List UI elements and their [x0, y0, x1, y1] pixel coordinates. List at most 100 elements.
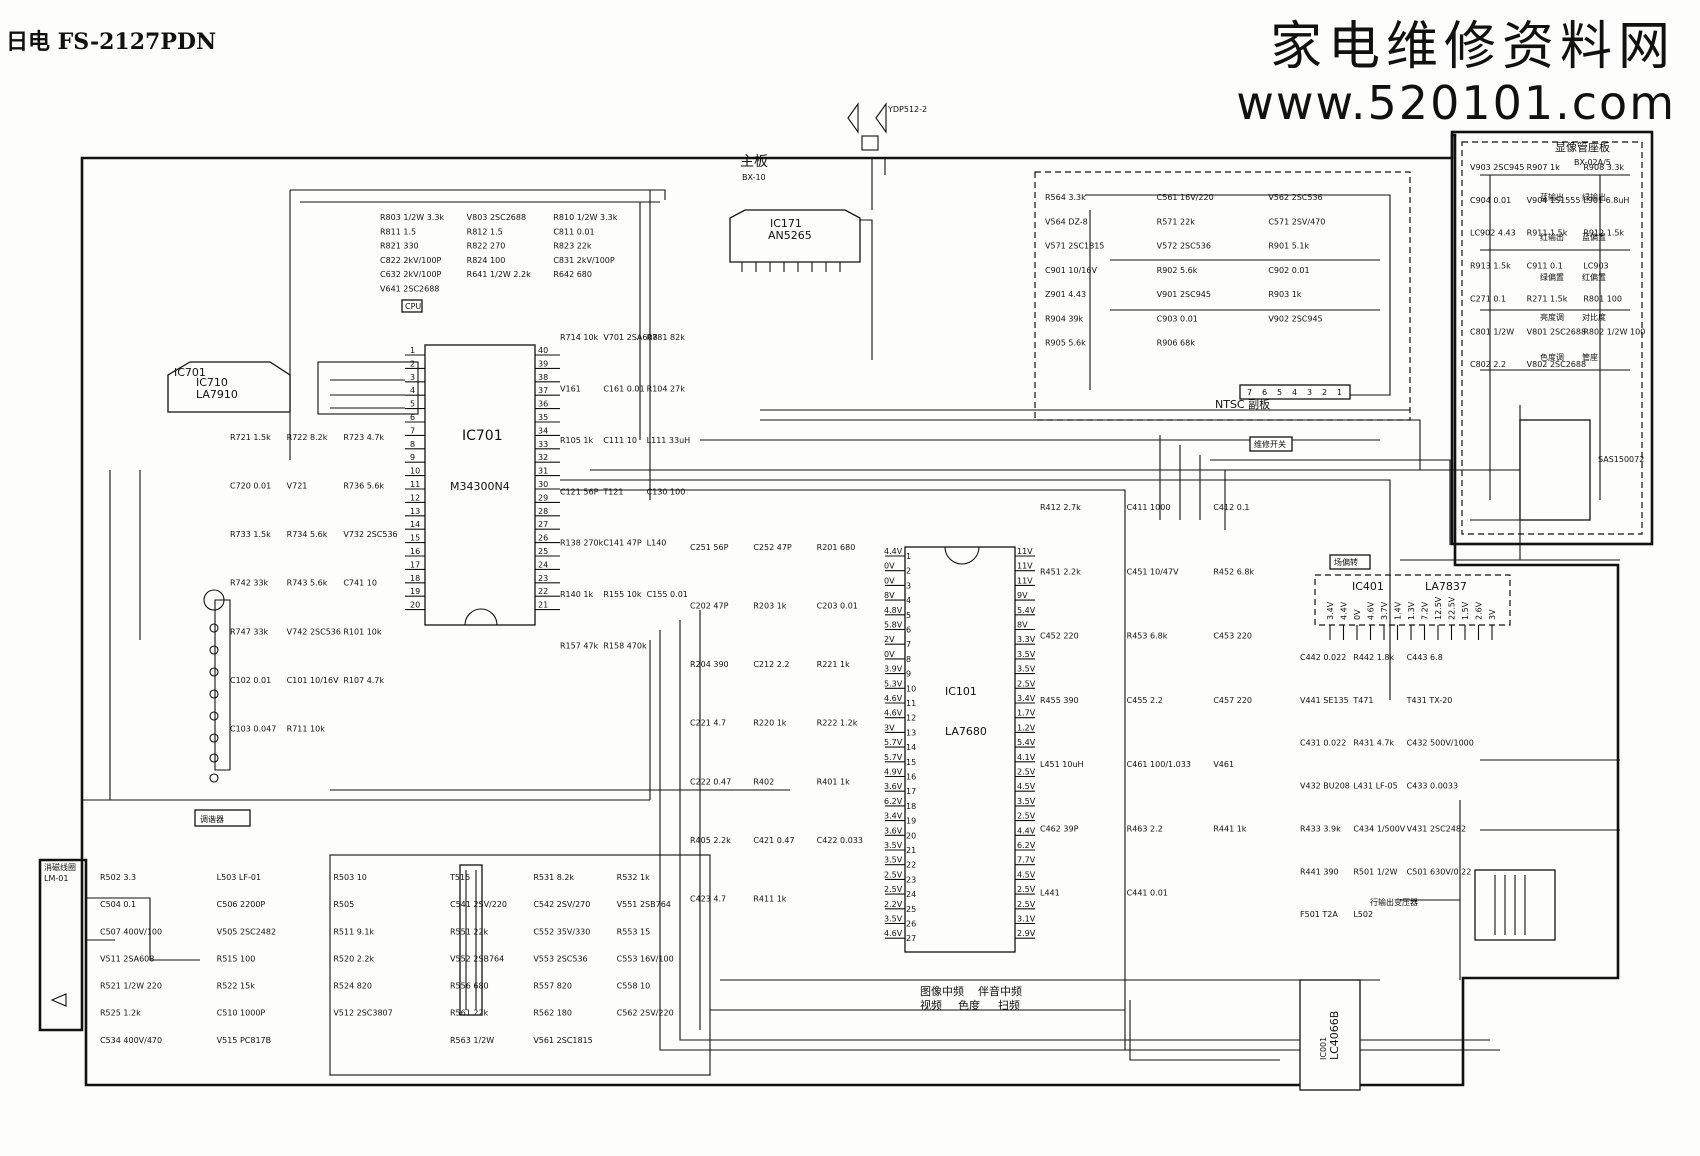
ic701-pin-number: 31 — [538, 467, 548, 476]
ic101-pin-voltage: 3.9V — [884, 665, 903, 674]
component-label: C433 0.0033 — [1407, 782, 1458, 791]
ic101-pin-voltage: 4.8V — [884, 606, 903, 615]
ic101-pin-voltage: 8V — [1017, 621, 1028, 630]
ic101-pin-voltage: 4.4V — [1017, 826, 1036, 835]
ic701-pin-number: 30 — [538, 480, 548, 489]
ic101-pin-voltage: 8V — [884, 591, 895, 600]
ic101-pin-number: 25 — [906, 905, 916, 914]
component-label: C453 220 — [1213, 632, 1252, 641]
component-label: R721 1.5k — [230, 433, 271, 442]
component-label: R747 33k — [230, 627, 269, 636]
component-label: R441 1k — [1213, 824, 1246, 833]
component-label: V801 2SC2688 — [1527, 327, 1586, 336]
ic101-pin-voltage: 2.2V — [884, 900, 903, 909]
ic101-pin-number: 19 — [906, 817, 916, 826]
component-label: Z901 4.43 — [1045, 290, 1086, 299]
component-label: R562 180 — [533, 1009, 572, 1018]
component-label: C461 100/1.033 — [1127, 760, 1191, 769]
component-label: R441 390 — [1300, 867, 1339, 876]
ic701-pin-number: 24 — [538, 560, 548, 569]
ntsc-connector-pin: 3 — [1307, 388, 1312, 397]
component-label: C507 400V/100 — [100, 927, 162, 936]
ic101-pin-voltage: 11V — [1017, 547, 1033, 556]
component-label: C161 0.01 — [603, 384, 644, 393]
ic701-pin-number: 16 — [410, 547, 420, 556]
component-label: V571 2SC1815 — [1045, 242, 1104, 251]
svg-text:IC701: IC701 — [174, 366, 206, 379]
ic701-pin-number: 23 — [538, 574, 548, 583]
ic701-pin-number: 21 — [538, 601, 548, 610]
component-label: R743 5.6k — [287, 579, 328, 588]
ic701-pin-number: 7 — [410, 426, 415, 435]
ic101-pin-number: 20 — [906, 831, 916, 840]
component-label: R781 82k — [647, 333, 686, 342]
component-label: R501 1/2W — [1353, 867, 1397, 876]
ic701-pin-number: 12 — [410, 493, 420, 502]
svg-text:LA7837: LA7837 — [1425, 580, 1467, 593]
component-label: R104 27k — [647, 384, 686, 393]
power-supply: 消磁线圈 LM-01 — [44, 854, 711, 1076]
component-label: C130 100 — [647, 487, 686, 496]
speaker: YDP512-2 — [847, 102, 927, 151]
ic101-pin-number: 8 — [906, 655, 911, 664]
component-label: C541 2SV/220 — [450, 900, 507, 909]
component-label: V161 — [560, 384, 581, 393]
component-label: R204 390 — [690, 660, 729, 669]
ic101-pin-voltage: 2.5V — [1017, 812, 1036, 821]
ic701-pin-number: 35 — [538, 413, 548, 422]
component-label: R571 22k — [1157, 217, 1196, 226]
ic701: IC701 M34300N4 1234567891011121314151617… — [405, 344, 560, 626]
component-label: C831 2kV/100P — [553, 256, 615, 265]
component-label: C103 0.047 — [230, 724, 276, 733]
component-label: R222 1.2k — [817, 719, 858, 728]
ic101-pin-voltage: 11V — [1017, 576, 1033, 585]
ic171: IC171 AN5265 — [729, 209, 861, 272]
component-label: R821 330 — [380, 242, 419, 251]
cpu-tag: CPU — [405, 302, 421, 311]
component-label: C442 0.022 — [1300, 653, 1346, 662]
component-label: V432 BU208 — [1300, 782, 1350, 791]
ic701-pin-number: 18 — [410, 574, 420, 583]
component-label: R525 1.2k — [100, 1009, 141, 1018]
component-label: R157 47k — [560, 642, 599, 651]
component-label: R531 8.2k — [533, 873, 574, 882]
component-label: R201 680 — [817, 543, 856, 552]
ntsc-subboard — [1034, 171, 1411, 421]
component-label: R455 390 — [1040, 696, 1079, 705]
ic401-pin-voltage: 4.6V — [1367, 601, 1376, 620]
ic701-pin-number: 34 — [538, 426, 548, 435]
ic701-pin-number: 36 — [538, 400, 548, 409]
crt-board-label: 蓝输出 — [1540, 192, 1564, 202]
ic101-pin-voltage: 5.4V — [1017, 738, 1036, 747]
component-label: C542 2SV/270 — [533, 900, 590, 909]
ntsc-board-label: NTSC 副板 — [1215, 397, 1270, 411]
ic701-pin-number: 22 — [538, 587, 548, 596]
crt-board-label: 绿输出 — [1582, 192, 1606, 202]
component-label: R524 820 — [333, 982, 372, 991]
ic101-pin-voltage: 6.2V — [884, 797, 903, 806]
ic701-pin-number: 40 — [538, 346, 548, 355]
component-label: LC902 4.43 — [1470, 229, 1516, 238]
component-label: R711 10k — [287, 724, 326, 733]
component-label: C904 0.01 — [1470, 196, 1511, 205]
component-label: C457 220 — [1213, 696, 1252, 705]
svg-text:LM-01: LM-01 — [44, 874, 68, 883]
ic101-pin-number: 5 — [906, 611, 911, 620]
component-label: C121 56P — [560, 487, 599, 496]
crt-board-label: 对比度 — [1582, 312, 1606, 322]
ic101-pin-voltage: 2.5V — [1017, 679, 1036, 688]
component-label: R505 — [333, 900, 354, 909]
component-label: V572 2SC536 — [1157, 242, 1211, 251]
ic701-pin-number: 26 — [538, 534, 548, 543]
component-label: R736 5.6k — [343, 482, 384, 491]
ic101-pin-voltage: 3.6V — [884, 782, 903, 791]
ic701-pin-number: 28 — [538, 507, 548, 516]
component-label: C452 220 — [1040, 632, 1079, 641]
component-label: C562 2SV/220 — [617, 1009, 674, 1018]
ic101-pin-number: 7 — [906, 640, 911, 649]
component-label: R733 1.5k — [230, 530, 271, 539]
component-label: R556 680 — [450, 982, 489, 991]
ic101-pin-number: 13 — [906, 728, 916, 737]
